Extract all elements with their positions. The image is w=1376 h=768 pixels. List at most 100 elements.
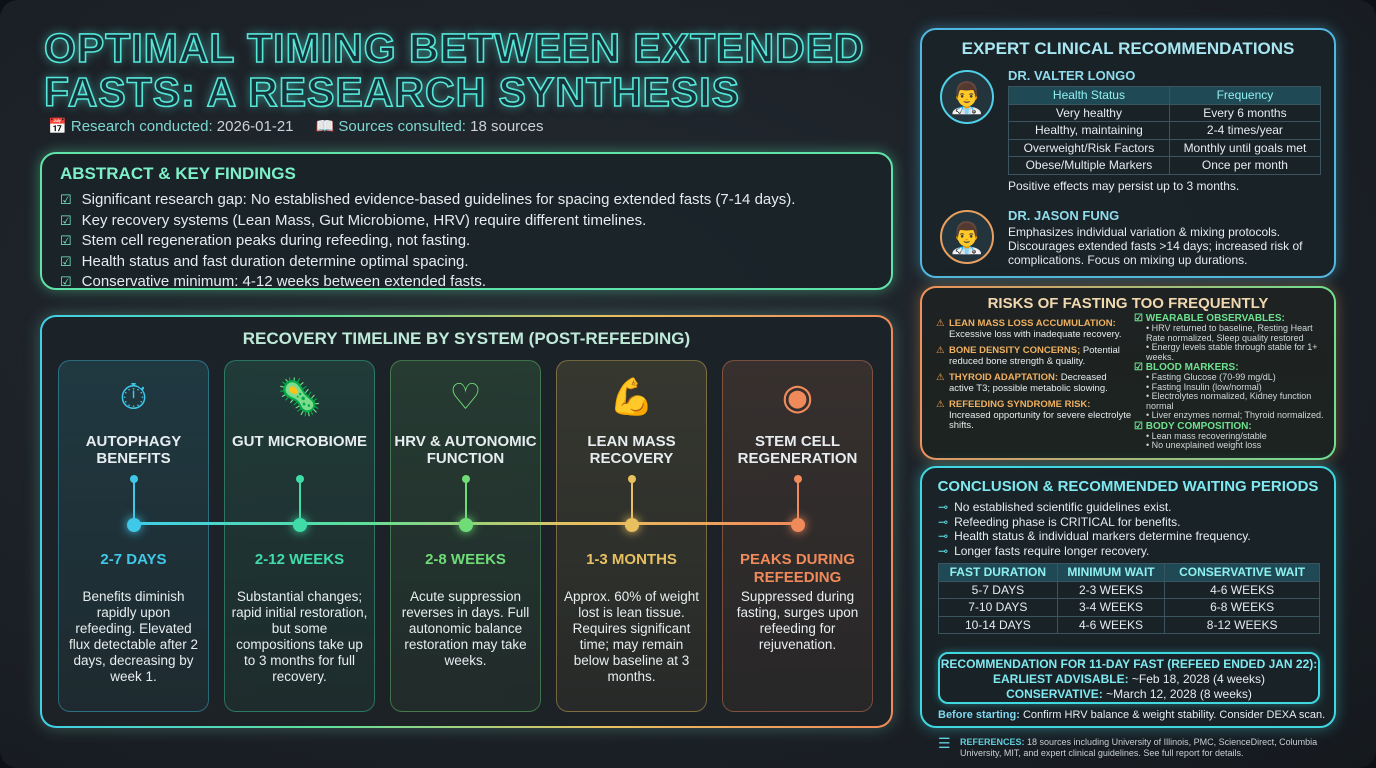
system-name: STEM CELL REGENERATION (737, 433, 858, 467)
check-icon: ☑ (60, 192, 72, 207)
title-line-1: OPTIMAL TIMING BETWEEN EXTENDED (43, 25, 865, 71)
risk-title: REFEEDING SYNDROME RISK: (949, 399, 1091, 410)
conclusion-item: ⊸Health status & individual markers dete… (938, 529, 1334, 544)
references-text: 18 sources including University of Illin… (960, 737, 1318, 758)
timeline-card: ♡ HRV & AUTONOMIC FUNCTION 2-8 WEEKS Acu… (390, 360, 541, 712)
list-icon: ☰ (938, 735, 951, 751)
before-text: Confirm HRV balance & weight stability. … (1022, 709, 1326, 721)
timeline-node (625, 518, 639, 532)
references-label: REFERENCES: (960, 737, 1025, 747)
timeline-stem (133, 478, 135, 518)
cell: 5-7 DAYS (938, 580, 1058, 599)
timeline-heading: RECOVERY TIMELINE BY SYSTEM (POST-REFEED… (242, 329, 691, 348)
key-icon: ⊸ (938, 500, 949, 514)
recovery-duration: 2-8 WEEKS (425, 551, 506, 568)
warning-icon: ⚠ (936, 345, 945, 356)
timeline-card: 💪 LEAN MASS RECOVERY 1-3 MONTHS Approx. … (556, 360, 707, 712)
finding-item: ☑Stem cell regeneration peaks during ref… (60, 231, 891, 252)
checkbox-icon: ☑ (1134, 420, 1143, 432)
muscle-icon: 💪 (609, 376, 654, 417)
table-header: Health Status (1008, 86, 1170, 105)
cell: 8-12 WEEKS (1164, 615, 1320, 634)
system-description: Substantial changes; rapid initial resto… (231, 589, 368, 684)
timeline-stem (797, 478, 799, 518)
warning-icon: ⚠ (936, 399, 945, 410)
timeline-node (293, 518, 307, 532)
system-name: GUT MICROBIOME (232, 433, 367, 450)
risk-text: Excessive loss with inadequate recovery. (949, 328, 1122, 340)
monitor-title: BLOOD MARKERS: (1145, 362, 1239, 373)
risk-text: Decreased active T3; possible metabolic … (949, 372, 1108, 394)
table-header: Frequency (1168, 86, 1322, 105)
doctor-name-fung: DR. JASON FUNG (1008, 208, 1120, 223)
system-description: Approx. 60% of weight lost is lean tissu… (563, 589, 700, 684)
finding-item: ☑ Conservative minimum: 4-12 weeks betwee… (60, 272, 891, 293)
recovery-duration: PEAKS DURING REFEEDING (739, 551, 855, 586)
book-icon: 📖 (315, 118, 335, 135)
monitor-heading: ☑ WEARABLE OBSERVABLES: (1134, 314, 1332, 324)
earliest-label: EARLIEST ADVISABLE: (993, 672, 1129, 686)
recovery-timeline-panel: RECOVERY TIMELINE BY SYSTEM (POST-REFEED… (40, 315, 893, 728)
recovery-duration: 1-3 MONTHS (586, 551, 677, 568)
cell: Once per month (1168, 156, 1322, 175)
cell: 3-4 WEEKS (1056, 598, 1166, 617)
conclusion-text: Health status & individual markers deter… (954, 529, 1251, 543)
finding-text: Key recovery systems (Lean Mass, Gut Mic… (81, 211, 647, 229)
table-header: MINIMUM WAIT (1056, 563, 1166, 582)
page-title: OPTIMAL TIMING BETWEEN EXTENDED FASTS: A… (43, 25, 865, 115)
check-icon: ☑ (60, 274, 72, 289)
doctor-name-longo: DR. VALTER LONGO (1008, 68, 1136, 83)
checkbox-icon: ☑ (1134, 313, 1143, 324)
monitor-title: WEARABLE OBSERVABLES: (1145, 313, 1285, 324)
conservative-label: CONSERVATIVE: (1006, 687, 1103, 701)
warning-icon: ⚠ (936, 318, 945, 329)
system-description: Suppressed during fasting, surges upon r… (736, 589, 859, 652)
research-date: 2026-01-21 (216, 118, 294, 135)
calendar-icon: 📅 (48, 118, 67, 135)
finding-item: ☑Health status and fast duration determi… (60, 252, 891, 273)
check-icon: ☑ (60, 253, 72, 269)
risk-title: BONE DENSITY CONCERNS; (949, 345, 1081, 356)
finding-item: ☑Key recovery systems (Lean Mass, Gut Mi… (60, 211, 891, 232)
cell: Obese/Multiple Markers (1008, 156, 1170, 175)
cell: Healthy, maintaining (1008, 121, 1170, 140)
risk-item: ⚠THYROID ADAPTATION: Decreased active T3… (936, 372, 1132, 394)
finding-item: ☑Significant research gap: No establishe… (60, 190, 891, 211)
doctor-avatar-longo: 👨‍⚕️ (940, 70, 994, 124)
risk-text: Increased opportunity for severe electro… (949, 409, 1132, 431)
conclusion-text: Longer fasts require longer recovery. (954, 543, 1150, 558)
monitor-item: • Liver enzymes normal; Thyroid normaliz… (1146, 410, 1324, 420)
before-label: Before starting: (938, 709, 1020, 721)
risk-item: ⚠ BONE DENSITY CONCERNS; Potential reduce… (936, 345, 1132, 367)
risk-item: ⚠ LEAN MASS LOSS ACCUMULATION: Excessive … (936, 318, 1132, 340)
references: ☰ REFERENCES: 18 sources including Unive… (938, 735, 1328, 759)
cell: 6-8 WEEKS (1164, 598, 1320, 617)
monitor-text: Lean mass recovering/stable (1151, 430, 1267, 441)
cell: Every 6 months (1168, 103, 1322, 122)
timeline-node (127, 518, 141, 532)
conservative-value: ~March 12, 2028 (8 weeks) (1106, 687, 1252, 701)
conclusion-item: ⊸Refeeding phase is CRITICAL for benefit… (938, 515, 1334, 530)
conclusion-item: ⊸Longer fasts require longer recovery. (938, 544, 1334, 559)
expert-panel: EXPERT CLINICAL RECOMMENDATIONS 👨‍⚕️ DR.… (920, 28, 1336, 278)
risk-title: LEAN MASS LOSS ACCUMULATION: (949, 318, 1116, 329)
cell: 4-6 WEEKS (1056, 615, 1166, 634)
finding-text: Conservative minimum: 4-12 weeks between… (81, 273, 487, 290)
before-starting-note: Before starting: Confirm HRV balance & w… (938, 709, 1325, 721)
recommendation-title: RECOMMENDATION FOR 11-DAY FAST (REFEED E… (940, 657, 1318, 671)
longo-note: Positive effects may persist up to 3 mon… (1008, 179, 1240, 193)
finding-text: Stem cell regeneration peaks during refe… (81, 232, 471, 249)
monitor-heading: ☑ BLOOD MARKERS: (1134, 363, 1332, 373)
monitor-text: Fasting Glucose (70-99 mg/dL) (1151, 372, 1276, 382)
abstract-heading: ABSTRACT & KEY FINDINGS (60, 164, 296, 183)
monitor-item: • No unexplained weight loss (1146, 440, 1262, 450)
sources-count: 18 sources (470, 118, 544, 135)
cell: 2-3 WEEKS (1056, 580, 1166, 599)
risk-text: Potential reduced bone strength & qualit… (949, 345, 1120, 367)
